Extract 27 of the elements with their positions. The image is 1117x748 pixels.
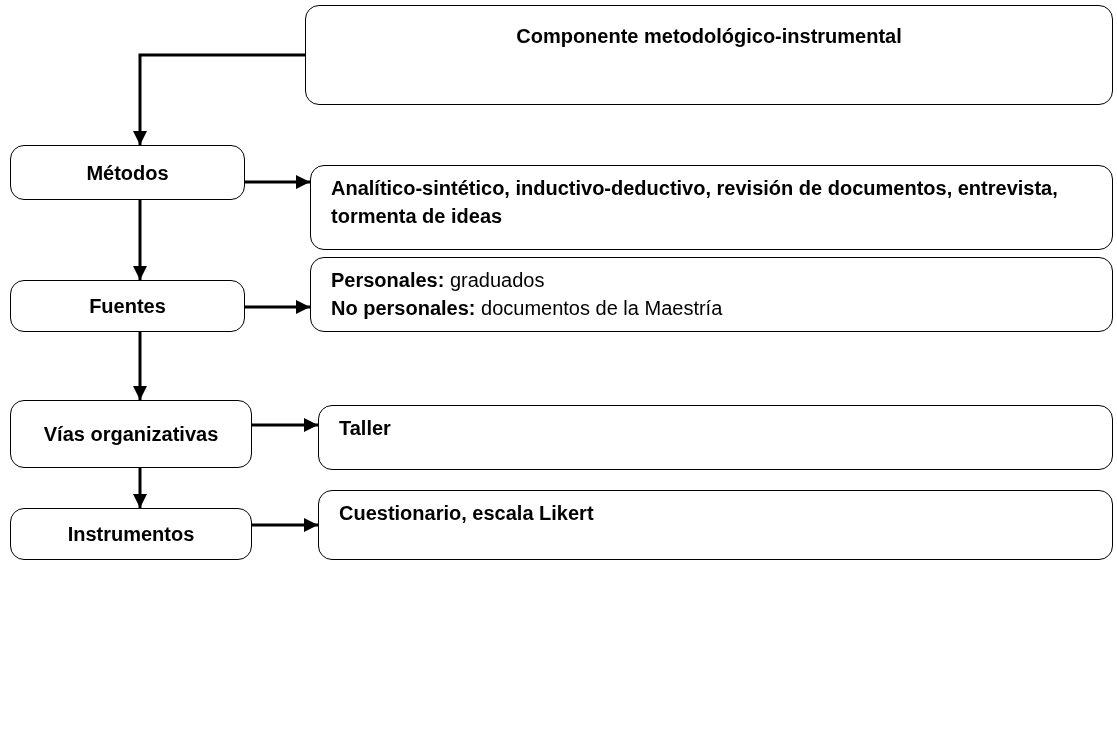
arrow: [252, 518, 318, 532]
box-text: Componente metodológico-instrumental: [516, 24, 902, 49]
arrow: [133, 53, 305, 145]
process-box: [10, 400, 252, 468]
process-box: [310, 165, 1113, 250]
box-text: Instrumentos: [67, 522, 195, 547]
box-text: Analítico-sintético, inductivo-deductivo, revisión de documentos, entrevista, tormenta de ideas: [331, 176, 1059, 229]
process-box: [10, 280, 245, 332]
process-box: [318, 490, 1113, 560]
arrow: [252, 418, 318, 432]
process-box: [10, 145, 245, 200]
box-text: Fuentes: [89, 294, 166, 319]
arrow: [133, 332, 147, 400]
box-text: No personales: documentos de la Maestría: [331, 296, 724, 321]
process-box: [318, 405, 1113, 470]
box-text: Personales: graduados: [331, 268, 546, 293]
process-box: [305, 5, 1113, 105]
arrow: [133, 468, 147, 508]
box-text: Taller: [339, 416, 392, 441]
arrow: [245, 300, 310, 314]
process-box: [10, 508, 252, 560]
box-text: Vías organizativas: [43, 422, 219, 447]
box-text: Métodos: [86, 160, 169, 186]
process-box: [310, 257, 1113, 332]
arrow: [245, 175, 310, 189]
arrow: [133, 200, 147, 280]
box-text: Cuestionario, escala Likert: [339, 501, 595, 526]
